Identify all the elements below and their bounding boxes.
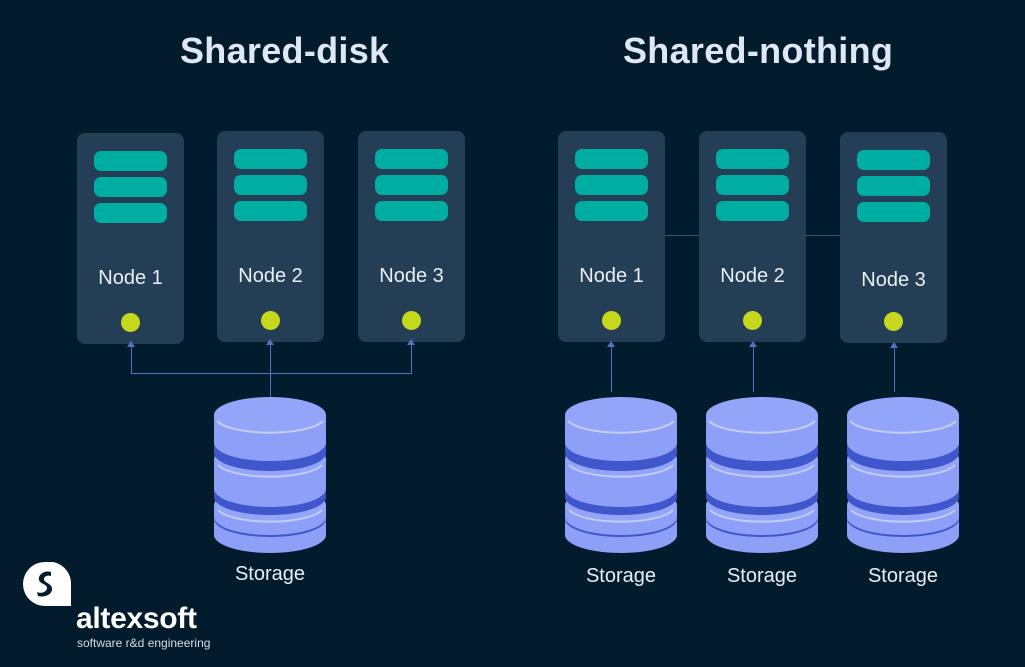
shared-disk-node-2: Node 2 [217, 131, 324, 342]
disk-bar-icon [575, 201, 648, 221]
shared-nothing-title: Shared-nothing [623, 30, 894, 71]
shared-disk-node-1: Node 1 [77, 133, 184, 344]
storage-label: Storage [726, 565, 798, 587]
arrow-up-icon [127, 341, 135, 347]
database-icon [847, 397, 959, 554]
disk-bar-icon [857, 176, 930, 196]
disk-bar-icon [234, 149, 307, 169]
disk-bar-icon [94, 203, 167, 223]
arrow-up-icon [407, 339, 415, 345]
disk-bar-icon [857, 202, 930, 222]
disk-bar-icon [94, 177, 167, 197]
arrow-up-icon [607, 341, 615, 347]
status-led-icon [884, 312, 903, 331]
interconnect-line [806, 235, 840, 236]
arrow-up-icon [749, 341, 757, 347]
status-led-icon [261, 311, 280, 330]
disk-bar-icon [94, 151, 167, 171]
database-icon [214, 397, 326, 554]
node-label: Node 1 [579, 265, 644, 287]
node-label: Node 2 [720, 265, 785, 287]
shared-nothing-node-1: Node 1 [558, 131, 665, 342]
disk-bar-icon [375, 149, 448, 169]
shared-nothing-node-3: Node 3 [840, 132, 947, 343]
disk-bar-icon [857, 150, 930, 170]
disk-bar-icon [716, 149, 789, 169]
shared-disk-node-3: Node 3 [358, 131, 465, 342]
status-led-icon [743, 311, 762, 330]
shared-disk-title: Shared-disk [180, 30, 390, 71]
node-label: Node 3 [379, 265, 444, 287]
interconnect-line [665, 235, 699, 236]
disk-bar-icon [375, 175, 448, 195]
disk-bar-icon [716, 201, 789, 221]
status-led-icon [121, 313, 140, 332]
status-led-icon [402, 311, 421, 330]
disk-bar-icon [716, 175, 789, 195]
disk-bar-icon [575, 175, 648, 195]
disk-bar-icon [375, 201, 448, 221]
disk-bar-icon [575, 149, 648, 169]
status-led-icon [602, 311, 621, 330]
database-icon [706, 397, 818, 554]
arrow-up-icon [266, 339, 274, 345]
storage-label: Storage [867, 565, 939, 587]
node-label: Node 3 [861, 269, 926, 291]
disk-bar-icon [234, 175, 307, 195]
arrow-up-icon [890, 342, 898, 348]
database-icon [565, 397, 677, 554]
node-label: Node 1 [98, 267, 163, 289]
storage-label: Storage [234, 563, 306, 585]
storage-label: Storage [585, 565, 657, 587]
altexsoft-logo-icon [23, 562, 72, 606]
brand-name: altexsoft [76, 602, 197, 635]
brand-tagline: software r&d engineering [77, 636, 211, 650]
disk-bar-icon [234, 201, 307, 221]
node-label: Node 2 [238, 265, 303, 287]
shared-nothing-node-2: Node 2 [699, 131, 806, 342]
